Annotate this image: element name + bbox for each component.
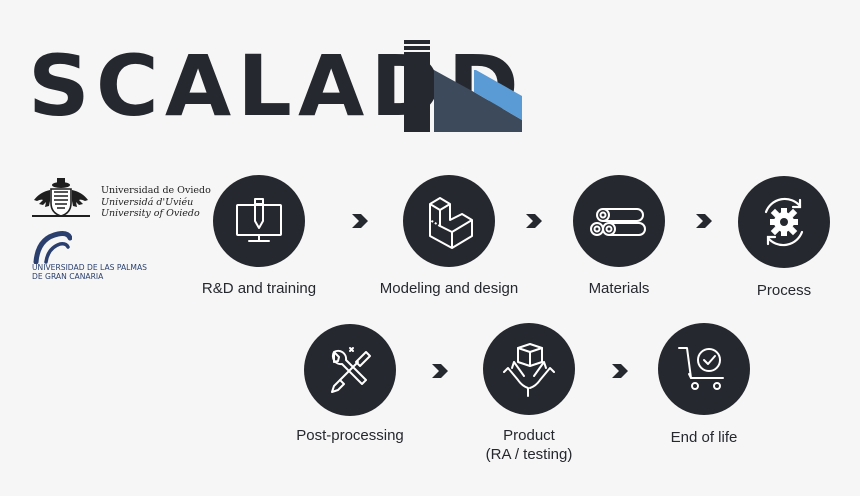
ulpgc-logo-icon	[33, 231, 72, 264]
step-product-label-line-1: Product	[503, 427, 555, 444]
step-product-label-line-2: (RA / testing)	[485, 446, 573, 463]
chevron-right-icon	[696, 214, 712, 228]
step-modeling-node	[403, 175, 495, 267]
ulpgc-name-line-1: UNIVERSIDAD DE LAS PALMAS	[32, 263, 147, 272]
chevron-right-icon	[432, 364, 448, 378]
oviedo-crest-icon	[32, 178, 90, 217]
monitor-pencil-icon	[236, 198, 282, 242]
step-end-of-life-label: End of life	[670, 429, 738, 446]
step-product-label: Product (RA / testing)	[469, 426, 589, 464]
step-post-processing-label: Post-processing	[296, 427, 404, 444]
step-rd-training-label: R&D and training	[201, 280, 317, 297]
pipes-stack-icon	[590, 208, 646, 236]
chevron-right-icon	[612, 364, 628, 378]
oviedo-name-en: University of Oviedo	[101, 208, 200, 219]
box-hands-icon	[503, 343, 555, 397]
cube-model-icon	[429, 197, 473, 249]
ulpgc-name-block: UNIVERSIDAD DE LAS PALMAS DE GRAN CANARI…	[32, 263, 147, 281]
oviedo-name-block: Universidad de Oviedo Universidá d'Uviéu…	[101, 185, 211, 220]
step-end-of-life-node	[658, 323, 750, 415]
step-materials-label: Materials	[588, 280, 650, 297]
factory-logo-icon	[404, 40, 522, 132]
step-materials-node	[573, 175, 665, 267]
oviedo-name-es: Universidad de Oviedo	[101, 185, 211, 196]
wrench-screwdriver-icon	[331, 347, 371, 393]
ulpgc-name-line-2: DE GRAN CANARIA	[32, 272, 104, 281]
step-post-processing-node	[304, 324, 396, 416]
step-rd-training-node	[213, 175, 305, 267]
cart-check-icon	[678, 347, 724, 390]
step-process-label: Process	[756, 282, 812, 299]
gear-cycle-icon	[764, 197, 804, 247]
step-process-node	[738, 176, 830, 268]
step-product-node	[483, 323, 575, 415]
oviedo-name-ast: Universidá d'Uviéu	[101, 196, 194, 208]
chevron-right-icon	[526, 214, 542, 228]
chevron-right-icon	[352, 214, 368, 228]
step-modeling-label: Modeling and design	[379, 280, 519, 297]
